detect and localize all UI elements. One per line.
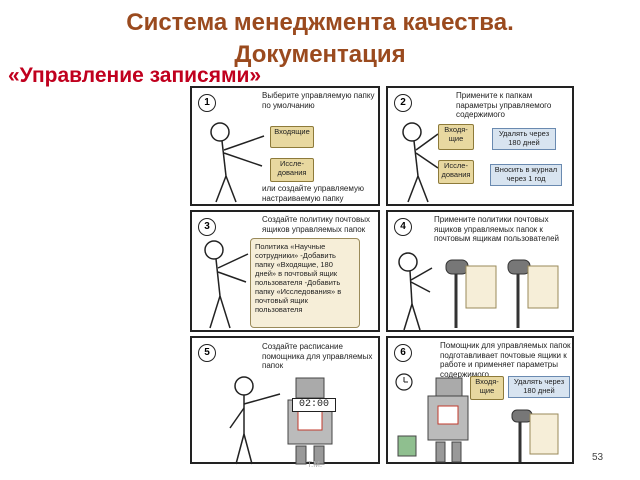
- folder-inbox: Входящие: [270, 126, 314, 148]
- comic-panel-3: 3 Создайте политику почтовых ящиков упра…: [190, 210, 380, 332]
- comic-panel-6: 6 Помощник для управляемых папок подгота…: [386, 336, 574, 464]
- stick-figure-icon: [398, 252, 559, 331]
- schedule-clock: 02:00: [292, 398, 336, 412]
- comic-panel-5: 5 Создайте расписание помощника для упра…: [190, 336, 380, 465]
- panel-number: 1: [198, 94, 216, 112]
- panel-caption: Создайте политику почтовых ящиков управл…: [262, 215, 370, 234]
- panel-number: 5: [198, 344, 216, 362]
- panel-number: 6: [394, 344, 412, 362]
- plant-pot-icon: [397, 435, 417, 457]
- panel-note: или создайте управляемую настраиваемую п…: [262, 184, 364, 203]
- retention-delete-box: Удалять через 180 дней: [508, 376, 570, 398]
- panel-caption: Создайте расписание помощника для управл…: [262, 342, 373, 370]
- folder-research: Иссле-дования: [438, 160, 474, 184]
- retention-journal-box: Вносить в журнал через 1 год: [490, 164, 562, 186]
- folder-inbox: Входя-щие: [438, 124, 474, 150]
- panel-number: 3: [198, 218, 216, 236]
- slide-title-line2: Документация: [234, 41, 406, 68]
- comic-panel-4: 4 Примените политики почтовых ящиков упр…: [386, 210, 574, 332]
- panel-caption: Примените к папкам параметры управляемог…: [456, 91, 552, 119]
- retention-delete-box: Удалять через 180 дней: [492, 128, 556, 150]
- policy-scroll: Политика «Научные сотрудники» -Добавить …: [250, 238, 360, 328]
- slide-subtitle: «Управление записями»: [8, 64, 262, 87]
- stick-figure-icon: [210, 122, 265, 203]
- page-number: 53: [592, 452, 604, 463]
- comic-panel-2: 2 Примените к папкам параметры управляем…: [386, 86, 574, 206]
- panel-caption: Примените политики почтовых ящиков управ…: [434, 215, 559, 243]
- robot-icon: [229, 376, 333, 465]
- panel-caption: Выберите управляемую папку по умолчанию: [262, 91, 375, 110]
- panel-caption: Помощник для управляемых папок подготавл…: [440, 341, 571, 379]
- robot-icon: [395, 373, 559, 463]
- stick-figure-icon: [402, 122, 439, 203]
- folder-research: Иссле-дования: [270, 158, 314, 182]
- slide-title-line1: Система менеджмента качества.: [126, 9, 514, 36]
- folder-inbox: Входя-щие: [470, 376, 504, 400]
- panel-number: 4: [394, 218, 412, 236]
- panel-number: 2: [394, 94, 412, 112]
- footer-text: Т.М.: [307, 460, 323, 469]
- comic-panel-1: 1 Выберите управляемую папку по умолчани…: [190, 86, 380, 206]
